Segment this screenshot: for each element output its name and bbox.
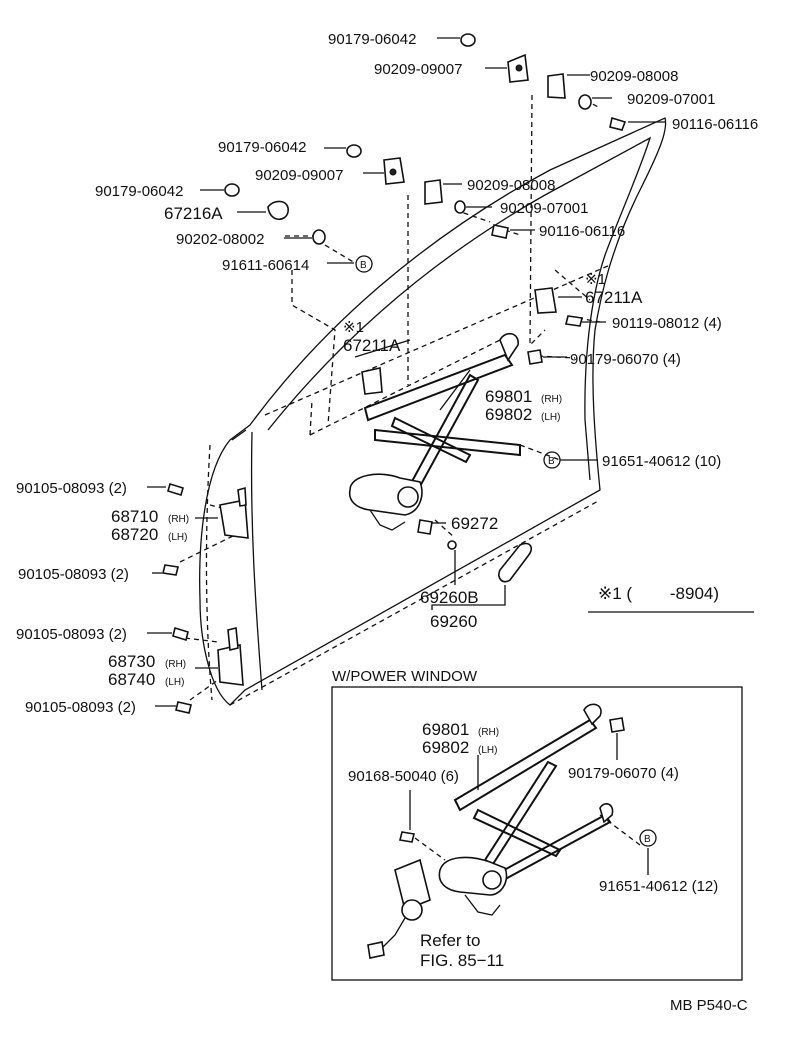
label-90179-06042-c: 90179-06042 xyxy=(95,183,183,200)
label-pw-69801-side: (RH) xyxy=(478,727,499,738)
label-90209-07001-a: 90209-07001 xyxy=(627,91,715,108)
power-leader-lines xyxy=(409,733,649,875)
label-69802-side: (LH) xyxy=(541,412,560,423)
label-pw-69802: 69802 xyxy=(422,738,469,757)
label-90179-06042-a: 90179-06042 xyxy=(328,31,416,48)
window-regulator xyxy=(348,332,532,583)
label-68720: 68720 xyxy=(111,525,158,544)
label-90105-08093-d: 90105-08093 (2) xyxy=(25,699,136,716)
label-90119-08012: 90119-08012 (4) xyxy=(612,315,722,332)
label-68720-side: (LH) xyxy=(168,532,187,543)
label-pw-90179-06070: 90179-06070 (4) xyxy=(568,765,679,782)
label-90179-06070-a: 90179-06070 (4) xyxy=(570,351,681,368)
label-91651-40612-a: 91651-40612 (10) xyxy=(602,453,721,470)
label-note-b: ※1 xyxy=(343,319,364,336)
refer-to-text: Refer to xyxy=(420,931,480,950)
label-68740: 68740 xyxy=(108,670,155,689)
label-90209-07001-b: 90209-07001 xyxy=(500,200,588,217)
label-67211A-b: 67211A xyxy=(343,336,401,355)
label-68740-side: (LH) xyxy=(165,677,184,688)
door-outline xyxy=(199,117,667,706)
footer-code: MB P540-C xyxy=(670,997,748,1014)
reference-lines xyxy=(179,94,641,861)
label-91611-60614: 91611-60614 xyxy=(222,257,309,274)
label-69802: 69802 xyxy=(485,405,532,424)
label-pw-90168-50040: 90168-50040 (6) xyxy=(348,768,459,785)
label-pw-69801: 69801 xyxy=(422,720,469,739)
marker-b-3: B xyxy=(644,834,651,845)
label-90209-09007-a: 90209-09007 xyxy=(374,61,462,78)
label-90105-08093-c: 90105-08093 (2) xyxy=(16,626,127,643)
leader-lines xyxy=(147,37,754,707)
marker-b-2: B xyxy=(548,456,555,467)
label-69260B: 69260B xyxy=(420,588,479,607)
label-pw-69802-side: (LH) xyxy=(478,745,497,756)
marker-b-1: B xyxy=(360,260,367,271)
label-90179-06042-b: 90179-06042 xyxy=(218,139,306,156)
label-pw-91651-40612: 91651-40612 (12) xyxy=(599,878,718,895)
power-regulator xyxy=(367,703,625,959)
label-90105-08093-b: 90105-08093 (2) xyxy=(18,566,129,583)
label-68710: 68710 xyxy=(111,507,158,526)
label-90209-08008-a: 90209-08008 xyxy=(590,68,678,85)
label-90202-08002: 90202-08002 xyxy=(176,231,264,248)
fastener-parts xyxy=(224,33,627,395)
figure-reference: FIG. 85−11 xyxy=(420,951,504,970)
power-window-frame xyxy=(331,686,743,981)
label-68710-side: (RH) xyxy=(168,514,189,525)
label-67216A: 67216A xyxy=(164,204,223,223)
label-90116-06116-a: 90116-06116 xyxy=(672,116,758,133)
label-69801: 69801 xyxy=(485,387,532,406)
label-69272: 69272 xyxy=(451,514,498,533)
label-67211A-a: 67211A xyxy=(585,288,643,307)
label-68730: 68730 xyxy=(108,652,155,671)
power-window-title: W/POWER WINDOW xyxy=(332,668,478,685)
label-90209-09007-b: 90209-09007 xyxy=(255,167,343,184)
door-hinges xyxy=(162,482,249,714)
label-90105-08093-a: 90105-08093 (2) xyxy=(16,480,127,497)
label-note-a: ※1 xyxy=(585,271,606,288)
label-90116-06116-b: 90116-06116 xyxy=(539,223,625,240)
label-68730-side: (RH) xyxy=(165,659,186,670)
label-90209-08008-b: 90209-08008 xyxy=(467,177,555,194)
label-69260: 69260 xyxy=(430,612,477,631)
label-note-range: ※1 ( -8904) xyxy=(598,584,719,603)
label-69801-side: (RH) xyxy=(541,394,562,405)
